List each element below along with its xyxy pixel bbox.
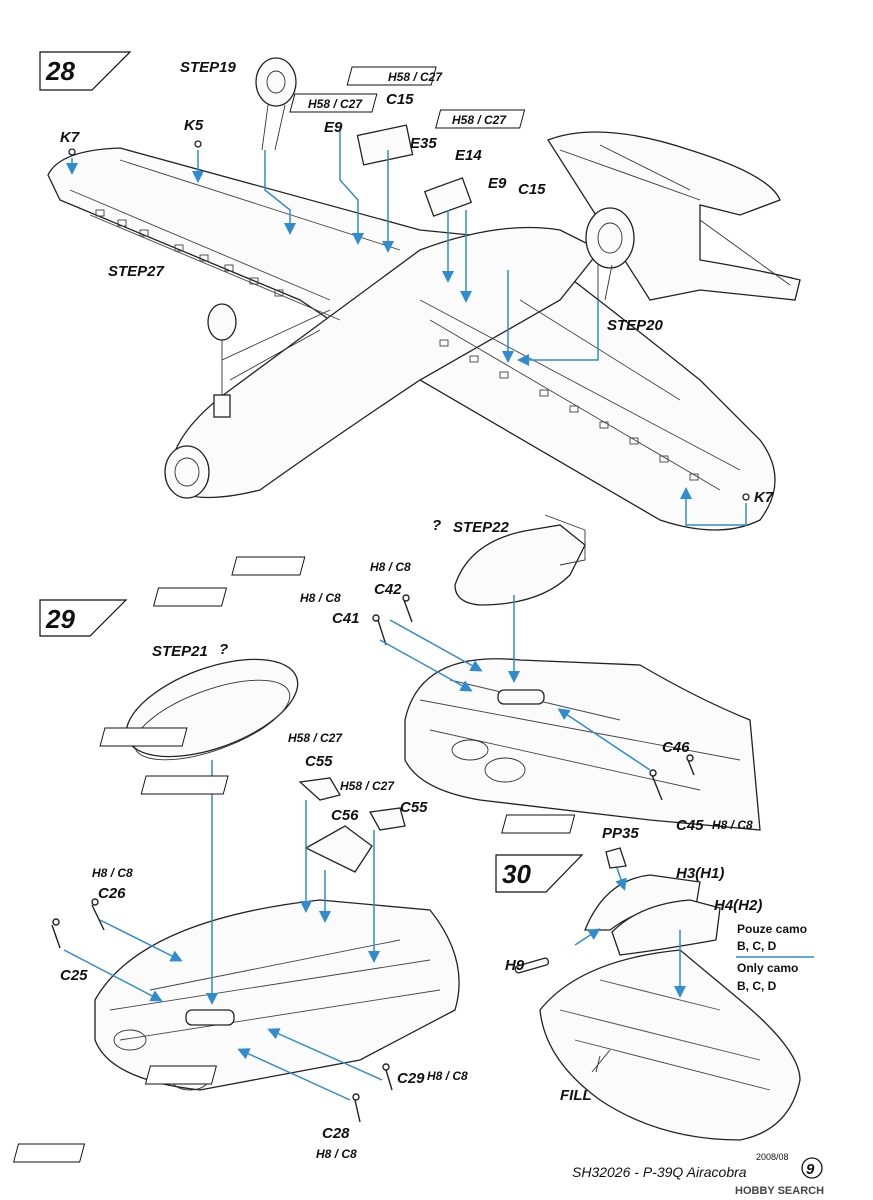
tag-h8-c8-d: H8 / C8 [92, 866, 133, 880]
label-k7-left: K7 [60, 129, 80, 146]
note-pouze-camo-versions: B, C, D [737, 939, 777, 953]
nose-gear-step19 [255, 57, 297, 151]
tag-h8-c8-c: H8 / C8 [712, 818, 753, 832]
note-pouze-camo: Pouze camo [737, 922, 807, 936]
step-30-number: 30 [502, 859, 531, 889]
svg-text:?: ? [432, 517, 441, 534]
label-c28: C28 [322, 1125, 350, 1142]
label-h4: H4(H2) [714, 897, 762, 914]
step-29-labels: STEP22 ? H8 / C8 C42 H8 / C8 C41 STEP21 … [13, 517, 753, 1163]
label-step21: STEP21 [152, 643, 208, 660]
tag-h58-c27-c: H58 / C27 [452, 113, 507, 127]
right-gear-step20 [585, 207, 635, 301]
label-c45: C45 [676, 817, 704, 834]
footer: 2008/08 SH32026 - P-39Q Airacobra 9 HOBB… [572, 1152, 824, 1197]
label-c46: C46 [662, 739, 690, 756]
part-k7-right [742, 493, 750, 501]
pylon-right [497, 689, 545, 705]
label-pp35: PP35 [602, 825, 639, 842]
step-28: 28 [39, 51, 801, 531]
footer-title: SH32026 - P-39Q Airacobra [572, 1164, 747, 1180]
step-29-callout-lines [63, 595, 651, 1101]
step-30: 30 PP35 H3(H1) H4(H2) H9 FILL Pouze camo… [495, 825, 814, 1141]
part-k7-left [68, 148, 76, 156]
label-k5: K5 [184, 117, 204, 134]
drop-tank-step21 [125, 658, 299, 761]
aircraft-underside-drawing [47, 57, 801, 531]
part-c55-b [368, 807, 406, 831]
tag-h58-c27-b: H58 / C27 [308, 97, 363, 111]
tag-h8-c8-f: H8 / C8 [316, 1147, 357, 1161]
label-c55-b: C55 [400, 799, 428, 816]
label-c55-a: C55 [305, 753, 333, 770]
note-only-camo: Only camo [737, 961, 798, 975]
tag-h58-c27-b-29: H58 / C27 [340, 779, 395, 793]
label-c42: C42 [374, 581, 402, 598]
label-c15-top: C15 [386, 91, 414, 108]
step-28-number-badge: 28 [39, 51, 132, 91]
part-h4 [611, 899, 721, 956]
label-c15-mid: C15 [518, 181, 546, 198]
label-step22: STEP22 [453, 519, 510, 536]
label-h9: H9 [505, 957, 525, 974]
part-c55-a [298, 777, 342, 801]
canopy-fuselage-drawing [514, 847, 801, 1141]
label-k7-right: K7 [754, 489, 774, 506]
step-29: 29 [13, 514, 761, 1163]
part-e14 [423, 177, 473, 217]
pylon-left [185, 1009, 235, 1026]
label-e14: E14 [455, 147, 482, 164]
step-29-number-badge: 29 [39, 599, 128, 637]
wing-panel-rivets [95, 209, 699, 481]
step-30-number-badge: 30 [495, 854, 584, 893]
drop-tank-step22 [454, 514, 586, 606]
label-c29: C29 [397, 1070, 425, 1087]
label-c26: C26 [98, 885, 126, 902]
label-e35: E35 [410, 135, 437, 152]
step-29-number: 29 [45, 604, 75, 634]
watermark: HOBBY SEARCH [735, 1185, 824, 1197]
label-step20: STEP20 [607, 317, 664, 334]
part-k5 [194, 140, 202, 148]
part-h9 [514, 957, 550, 974]
label-h3: H3(H1) [676, 865, 724, 882]
label-fill: FILL [560, 1087, 592, 1104]
tag-h8-c8-b: H8 / C8 [300, 591, 341, 605]
strut-parts [51, 594, 695, 1123]
tag-h58-c27-a-29: H58 / C27 [288, 731, 343, 745]
left-landing-gear [207, 303, 331, 418]
step-30-callout-lines [574, 867, 814, 1073]
label-e9-mid: E9 [488, 175, 507, 192]
step-30-labels: PP35 H3(H1) H4(H2) H9 FILL Pouze camo B,… [505, 825, 807, 1104]
wing-section-right [404, 658, 761, 831]
svg-text:?: ? [219, 641, 228, 658]
step-28-callout-lines [66, 130, 747, 526]
page-number-circle [801, 1157, 823, 1179]
tag-h8-c8-a: H8 / C8 [370, 560, 411, 574]
label-step27: STEP27 [108, 263, 165, 280]
part-pp35 [605, 847, 627, 869]
label-c25: C25 [60, 967, 88, 984]
step-28-number: 28 [45, 56, 75, 86]
note-only-camo-versions: B, C, D [737, 979, 777, 993]
label-c56: C56 [331, 807, 359, 824]
part-e35 [356, 124, 414, 166]
page-number: 9 [806, 1161, 815, 1178]
tag-h8-c8-e: H8 / C8 [427, 1069, 468, 1083]
label-c41: C41 [332, 610, 360, 627]
step-28-labels: K7 K5 STEP19 H58 / C27 H58 / C27 C15 E9 … [60, 59, 774, 506]
label-step19: STEP19 [180, 59, 237, 76]
tag-h58-c27-a: H58 / C27 [388, 70, 443, 84]
footer-date: 2008/08 [756, 1152, 789, 1162]
label-e9-top: E9 [324, 119, 343, 136]
part-c56 [304, 825, 373, 873]
